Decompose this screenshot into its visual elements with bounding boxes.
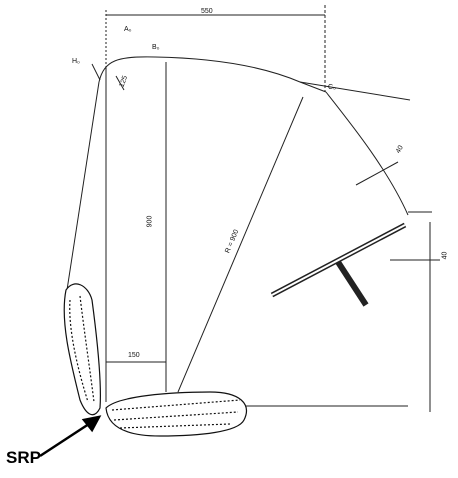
point-h-label: H₀ — [72, 58, 80, 65]
steering-stem — [335, 260, 369, 307]
point-a-label: A₀ — [124, 26, 132, 33]
point-c-label: C₀ — [328, 84, 336, 91]
rear-line — [66, 81, 100, 291]
seat-cushion — [105, 391, 247, 437]
srp-label: SRP — [6, 448, 41, 467]
dim-horizontal-label: 150 — [128, 352, 140, 359]
roof-tangent — [299, 81, 411, 101]
seat-back — [63, 283, 101, 416]
srp-arrow — [39, 415, 102, 458]
point-b-label: B₀ — [152, 44, 160, 51]
dim-right-gap-label: 40 — [441, 251, 449, 260]
front-arc — [325, 91, 409, 216]
dim-top-label: 550 — [201, 8, 213, 15]
roof-curve — [98, 56, 327, 93]
radius-line — [177, 96, 304, 393]
dim-40-arrow — [355, 161, 399, 186]
dim-vertical-label: 900 — [146, 215, 154, 228]
